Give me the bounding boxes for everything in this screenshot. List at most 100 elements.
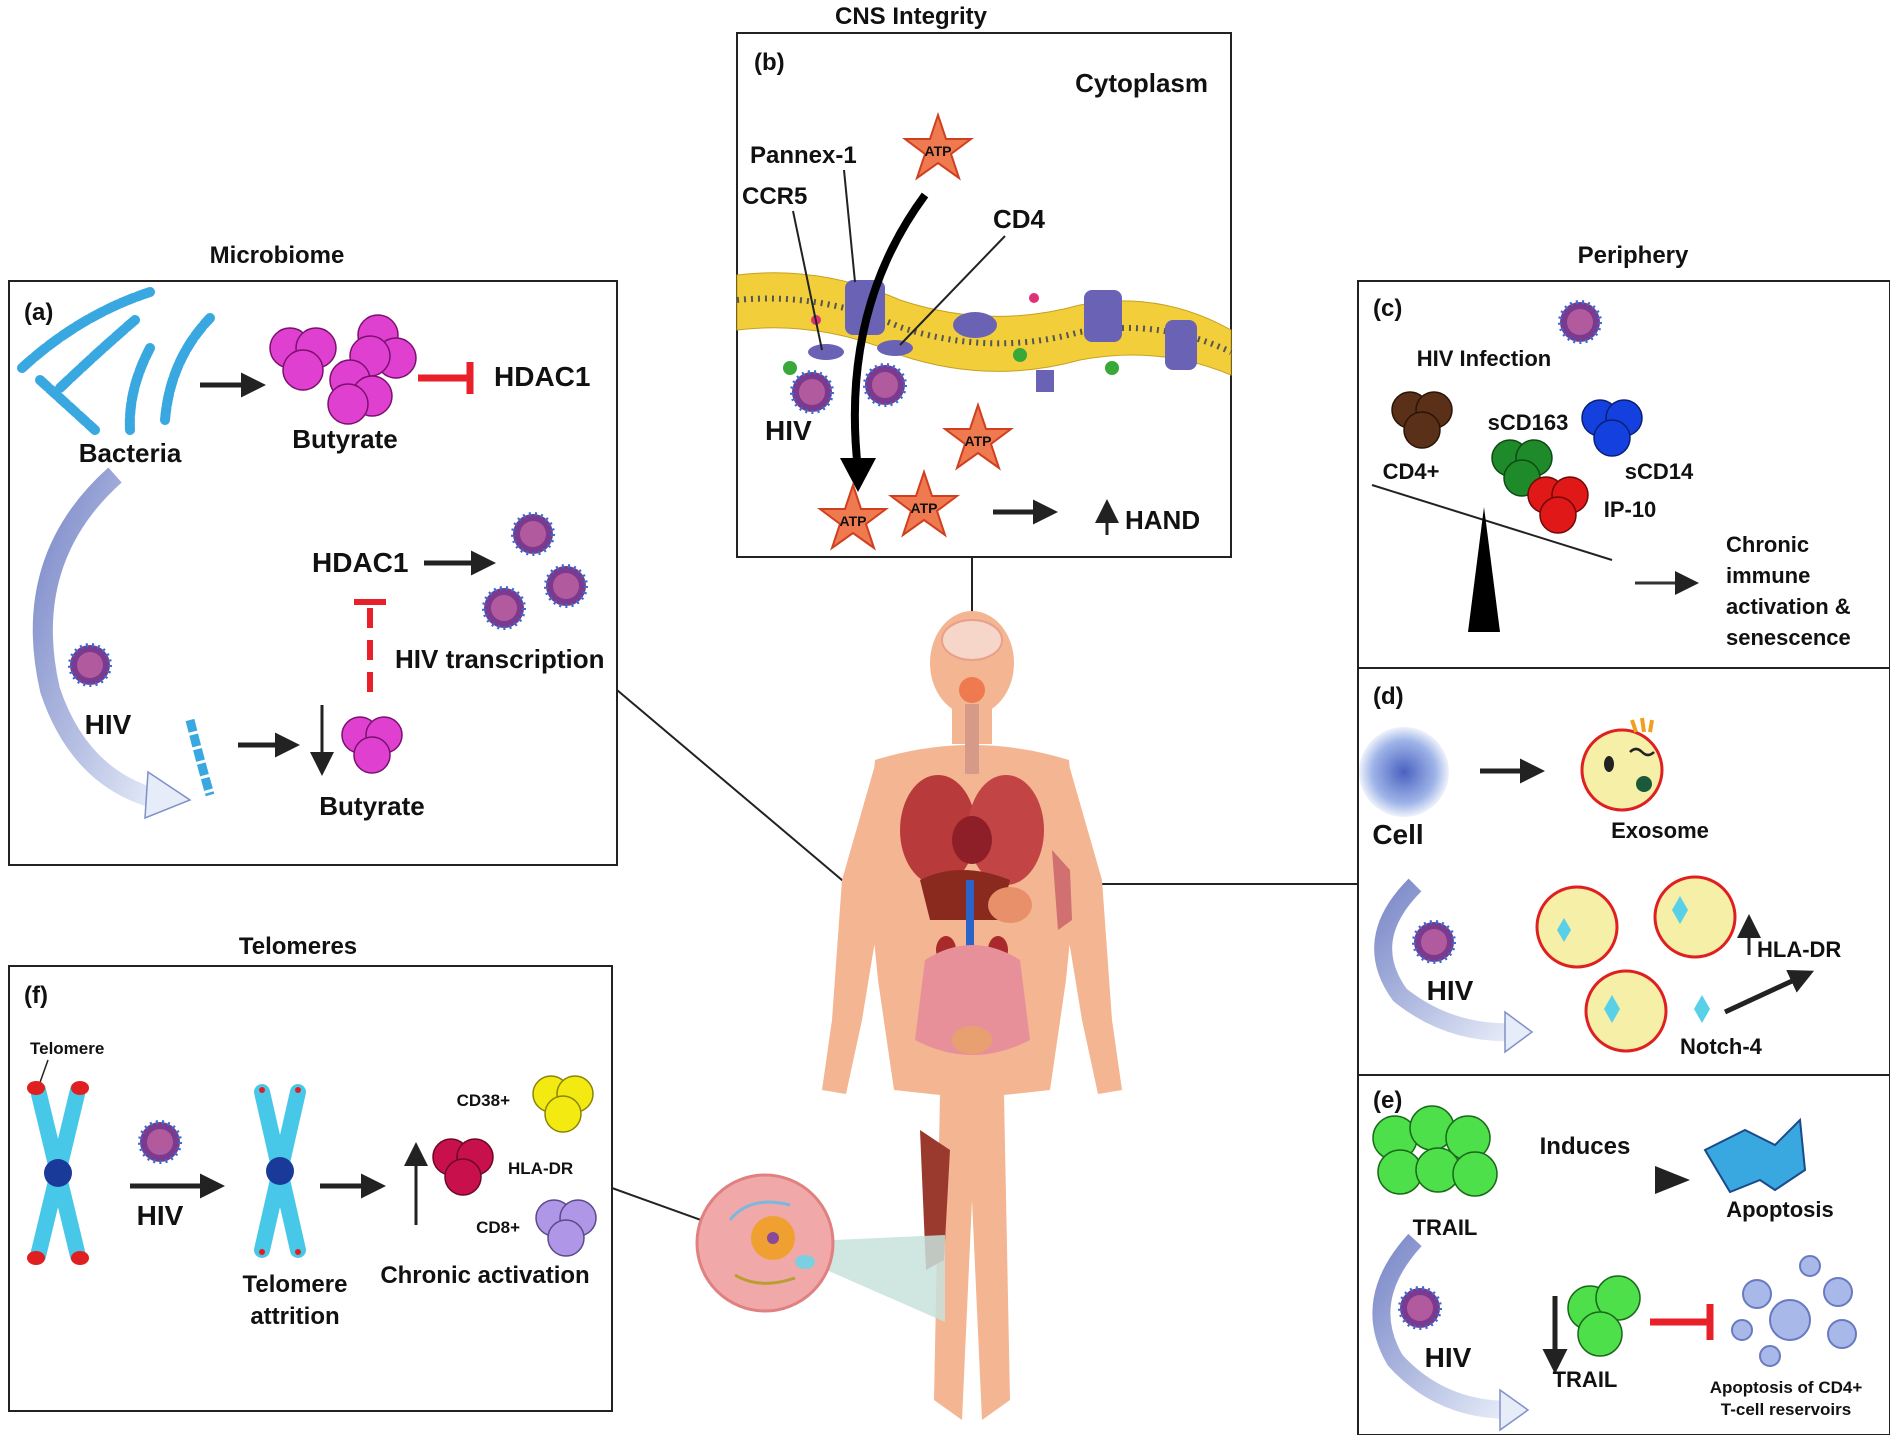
balance-beam — [1371, 484, 1613, 561]
panel-f-letter: (f) — [24, 982, 48, 1009]
panel-d-periphery: (d) Cell Exosome HIV HLA-DR Not — [1357, 667, 1890, 1076]
induces-label: Induces — [1540, 1133, 1631, 1160]
hiv-virus-icon-b2 — [863, 363, 907, 407]
apoptosis-cell-icon — [1703, 1117, 1807, 1194]
pannex-label: Pannex-1 — [750, 142, 857, 169]
scd163-label: sCD163 — [1488, 410, 1569, 435]
outcome-line3: activation & — [1726, 594, 1851, 619]
svg-text:ATP: ATP — [840, 513, 867, 529]
ip10-cluster — [1527, 476, 1589, 534]
hand-label: HAND — [1125, 505, 1200, 535]
hiv-virus-icon-e — [1398, 1286, 1442, 1330]
hiv-effect-arrow — [32, 467, 163, 810]
trail-cluster-bottom — [1567, 1275, 1641, 1357]
apoptosis-cd4-line2: T-cell reservoirs — [1721, 1400, 1851, 1419]
butyrate-molecules-top — [269, 314, 417, 425]
panel-d-letter: (d) — [1373, 683, 1404, 710]
hiv-virus-icon-d — [1412, 920, 1456, 964]
telomere-label: Telomere — [30, 1039, 104, 1058]
cd8-cell-cluster — [535, 1199, 597, 1257]
notch4-label: Notch-4 — [1680, 1034, 1763, 1059]
butyrate-bottom-label: Butyrate — [319, 791, 424, 821]
notch4-diamonds — [1557, 896, 1710, 1023]
cytoplasm-label: Cytoplasm — [1075, 68, 1208, 98]
hiv-transcription-label: HIV transcription — [395, 644, 604, 674]
hiv-virus-icon-a3 — [544, 564, 588, 608]
cd4-cell-cluster — [1391, 391, 1453, 449]
cd4-reservoir-cells — [1731, 1255, 1857, 1367]
cell-icon — [1359, 727, 1449, 817]
hiv-virus-icon-a2 — [511, 512, 555, 556]
panel-e-letter: (e) — [1373, 1087, 1402, 1114]
outcome-line2: immune — [1726, 563, 1810, 588]
svg-text:ATP: ATP — [925, 143, 952, 159]
svg-text:ATP: ATP — [965, 433, 992, 449]
cd38-label: CD38+ — [457, 1091, 510, 1110]
panel-c-letter: (c) — [1373, 295, 1402, 322]
hiv-label-b: HIV — [765, 415, 812, 446]
cell-label: Cell — [1372, 819, 1423, 850]
bacteria-reduced-icon — [185, 718, 215, 797]
hiv-label-f: HIV — [137, 1200, 184, 1231]
hiv-label-e: HIV — [1425, 1342, 1472, 1373]
cell-illustration — [695, 1173, 945, 1322]
panel-a-letter: (a) — [24, 299, 53, 326]
panel-f-telomeres: (f) Telomere HIV Telomere attrition — [8, 965, 613, 1412]
panel-c-periphery: (c) HIV Infection CD4+ sCD163 sCD14 IP-1… — [1357, 280, 1890, 669]
panel-b-cns: (b) Cytoplasm Pannex-1 CCR5 CD4 HIV — [736, 32, 1233, 558]
panel-e-periphery: (e) TRAIL Induces Apoptosis HIV TRAIL Ap… — [1357, 1074, 1890, 1435]
outcome-line1: Chronic — [1726, 532, 1809, 557]
hiv-virus-icon-a — [68, 643, 112, 687]
hiv-virus-icon-a4 — [482, 586, 526, 630]
cd4plus-label: CD4+ — [1383, 459, 1440, 484]
panel-a-microbiome: (a) Bacteria Butyrate HDAC1 HIV — [8, 280, 618, 866]
chromosome-attrited-icon — [254, 1084, 306, 1258]
cd8-label: CD8+ — [476, 1218, 520, 1237]
bacteria-icon — [17, 287, 215, 435]
hiv-effect-arrow-e — [1372, 1233, 1511, 1419]
brain-icon — [941, 619, 1003, 661]
hiv-virus-icon-b1 — [790, 370, 834, 414]
hla-dr-label-f: HLA-DR — [508, 1159, 573, 1178]
receptor-icons — [783, 293, 1119, 392]
scd14-label: sCD14 — [1625, 459, 1694, 484]
leg-muscle-icon — [920, 1130, 950, 1270]
svg-text:ATP: ATP — [911, 500, 938, 516]
hiv-label-d: HIV — [1427, 975, 1474, 1006]
outcome-line4: senescence — [1726, 625, 1851, 650]
chronic-activation-label: Chronic activation — [380, 1262, 589, 1289]
attrition-line2: attrition — [250, 1303, 339, 1330]
section-title-microbiome: Microbiome — [210, 242, 345, 269]
liver-icon — [920, 870, 1010, 920]
scd14-cluster — [1581, 399, 1643, 457]
section-title-cns: CNS Integrity — [835, 3, 988, 30]
atp-release-arrow — [850, 192, 929, 471]
section-title-periphery: Periphery — [1578, 242, 1689, 269]
hiv-effect-arrow-d — [1374, 878, 1516, 1042]
human-body-illustration — [822, 611, 1122, 1420]
hiv-virus-icon-c — [1558, 300, 1602, 344]
heart-icon — [952, 816, 992, 864]
chromosome-intact-icon — [27, 1081, 89, 1265]
atp-star-mid: ATP — [942, 401, 1014, 471]
trail-cluster-top — [1372, 1105, 1498, 1197]
attrition-line1: Telomere — [243, 1271, 348, 1298]
ccr5-label: CCR5 — [742, 183, 807, 210]
exosome-icon — [1580, 717, 1664, 812]
hiv-virus-icon-f — [138, 1120, 182, 1164]
balance-fulcrum — [1468, 507, 1500, 632]
hiv-exosomes — [1535, 875, 1737, 1053]
intestine-icon — [915, 945, 1030, 1055]
section-title-telomeres: Telomeres — [239, 933, 357, 960]
exosome-label: Exosome — [1611, 818, 1709, 843]
inhibition-mark-top — [418, 362, 474, 394]
butyrate-top-label: Butyrate — [292, 424, 397, 454]
trail-bottom-label: TRAIL — [1553, 1367, 1618, 1392]
cd38-cell-cluster — [532, 1075, 594, 1133]
butyrate-molecule-bottom — [341, 716, 403, 774]
atp-star-bottom-mid: ATP — [888, 468, 960, 538]
hiv-label-a: HIV — [85, 709, 132, 740]
ip10-label: IP-10 — [1604, 497, 1657, 522]
atp-star-top: ATP — [902, 111, 974, 181]
